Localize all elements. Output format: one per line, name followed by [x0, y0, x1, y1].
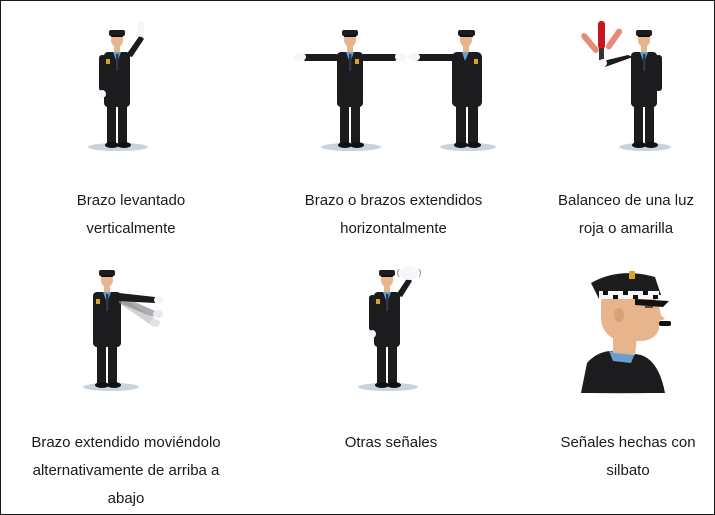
signal-caption-arm-raised: Brazo levantado verticalmente — [31, 187, 231, 243]
officer-side-arm-extended-figure — [406, 19, 496, 154]
officer-arm-raised-figure — [86, 19, 166, 154]
caption-line: alternativamente de arriba a — [32, 462, 220, 479]
caption-line: Balanceo de una luz — [558, 192, 694, 209]
officer-arm-up-down-figure — [79, 259, 179, 394]
officer-whistle-figure — [579, 263, 679, 395]
signal-caption-whistle: Señales hechas con silbato — [533, 429, 715, 485]
caption-line: Otras señales — [344, 434, 438, 451]
officer-other-signals-figure — [356, 259, 436, 394]
caption-line: Brazo levantado — [76, 192, 186, 209]
signal-caption-arms-extended: Brazo o brazos extendidos horizontalment… — [271, 187, 516, 243]
caption-line: Señales hechas con — [560, 434, 696, 451]
signal-caption-other: Otras señales — [301, 429, 481, 457]
caption-line: verticalmente — [86, 220, 176, 237]
signal-caption-swinging-light: Balanceo de una luz roja o amarilla — [531, 187, 715, 243]
caption-line: Brazo extendido moviéndolo — [31, 434, 221, 451]
officer-swinging-light-figure — [581, 19, 676, 154]
caption-line: horizontalmente — [340, 220, 447, 237]
caption-line: abajo — [107, 490, 145, 507]
caption-line: roja o amarilla — [578, 220, 674, 237]
caption-line: silbato — [606, 462, 650, 479]
caption-line: Brazo o brazos extendidos — [304, 192, 483, 209]
signal-caption-arm-up-down: Brazo extendido moviéndolo alternativame… — [11, 429, 241, 513]
officer-arm-extended-side-figure — [291, 19, 416, 154]
